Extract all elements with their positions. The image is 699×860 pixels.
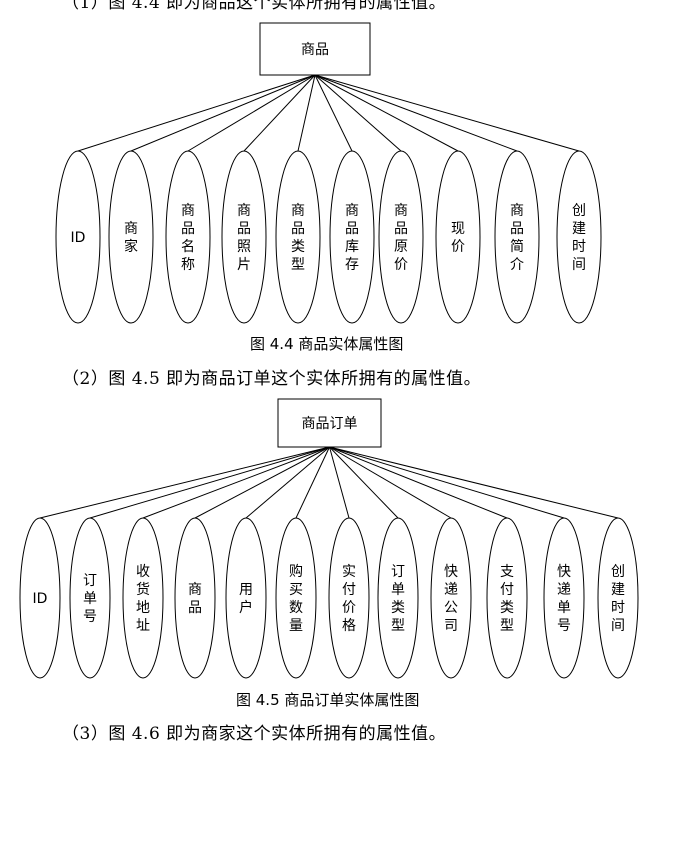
attribute-ellipse	[55, 150, 101, 324]
attribute-label: 商品原价	[394, 203, 408, 273]
connector-line	[329, 446, 508, 519]
attribute-ellipse	[597, 517, 639, 679]
attribute-ellipse	[225, 517, 267, 679]
entity-box	[259, 22, 371, 76]
attribute-label: 商品库存	[345, 203, 359, 273]
connector-line	[142, 446, 330, 519]
attribute-label: 快递公司	[444, 564, 458, 634]
attribute-ellipse	[377, 517, 419, 679]
attribute-ellipse	[19, 517, 61, 679]
figure-4-5-diagram: 商品订单 ID 订单号 收货地址 商品 用户 购买数量 实付价格 订单类型 快递公司 支付类型 快递单…	[19, 398, 639, 679]
connector-line	[314, 74, 353, 152]
connector-line	[77, 74, 316, 152]
attribute-label: 商品简介	[510, 203, 524, 273]
entity-box	[277, 398, 382, 448]
attribute-label: 快递单号	[557, 564, 571, 634]
attribute-ellipse	[378, 150, 424, 324]
connector-line	[295, 446, 330, 519]
connector-line	[314, 74, 580, 152]
attribute-ellipse	[221, 150, 267, 324]
attribute-ellipse	[108, 150, 154, 324]
connector-line	[314, 74, 402, 152]
figure-4-4-caption: 图 4.4 商品实体属性图	[250, 335, 404, 353]
attribute-ellipse	[275, 517, 317, 679]
connector-line	[194, 446, 330, 519]
connector-line	[89, 446, 330, 519]
attribute-ellipse	[430, 517, 472, 679]
figure-4-4-diagram: 商品 ID 商家 商品名称 商品照片 商品类型 商品库存 商品原价 现价 商品简介 创建时间	[55, 22, 602, 324]
attribute-ellipse	[543, 517, 585, 679]
connector-line	[187, 74, 316, 152]
attribute-label: 商品名称	[181, 203, 195, 273]
attribute-label: 商品照片	[237, 203, 251, 273]
attribute-label: 商品	[188, 582, 202, 616]
paragraph-3: （3）图 4.6 即为商家这个实体所拥有的属性值。	[62, 724, 447, 744]
connector-line	[329, 446, 350, 519]
attribute-label: 收货地址	[136, 564, 150, 634]
attribute-ellipse	[174, 517, 216, 679]
attribute-ellipse	[122, 517, 164, 679]
attribute-ellipse	[165, 150, 211, 324]
attribute-label: ID	[71, 230, 86, 246]
attribute-label: 购买数量	[289, 564, 303, 634]
attribute-label: 支付类型	[500, 564, 514, 634]
connector-line	[329, 446, 565, 519]
attribute-label: 商品类型	[291, 203, 305, 273]
connector-line	[245, 446, 330, 519]
attribute-label: 创建时间	[611, 564, 625, 634]
connector-line	[329, 446, 399, 519]
attribute-ellipse	[556, 150, 602, 324]
attribute-ellipse	[494, 150, 540, 324]
connector-line	[314, 74, 459, 152]
connector-line	[243, 74, 316, 152]
entity-label: 商品订单	[302, 416, 358, 432]
attribute-label: 现价	[451, 221, 465, 255]
attribute-label: ID	[33, 591, 48, 607]
attribute-ellipse	[486, 517, 528, 679]
attribute-ellipse	[435, 150, 481, 324]
connector-line	[329, 446, 452, 519]
attribute-label: 订单号	[83, 573, 97, 625]
attribute-ellipse	[328, 517, 370, 679]
entity-label: 商品	[301, 42, 329, 58]
connector-line	[314, 74, 518, 152]
attribute-label: 实付价格	[342, 564, 356, 634]
figure-4-5-caption: 图 4.5 商品订单实体属性图	[236, 691, 420, 709]
connector-line	[329, 446, 619, 519]
attribute-label: 商家	[124, 221, 138, 255]
connector-line	[130, 74, 316, 152]
attribute-ellipse	[329, 150, 375, 324]
paragraph-1: （1）图 4.4 即为商品这个实体所拥有的属性值。	[62, 0, 447, 13]
attribute-label: 用户	[239, 582, 253, 616]
connector-line	[297, 74, 316, 152]
attribute-ellipse	[275, 150, 321, 324]
attribute-ellipse	[69, 517, 111, 679]
attribute-label: 创建时间	[572, 203, 586, 273]
connector-line	[39, 446, 330, 519]
paragraph-2: （2）图 4.5 即为商品订单这个实体所拥有的属性值。	[62, 369, 482, 389]
attribute-label: 订单类型	[391, 564, 405, 634]
